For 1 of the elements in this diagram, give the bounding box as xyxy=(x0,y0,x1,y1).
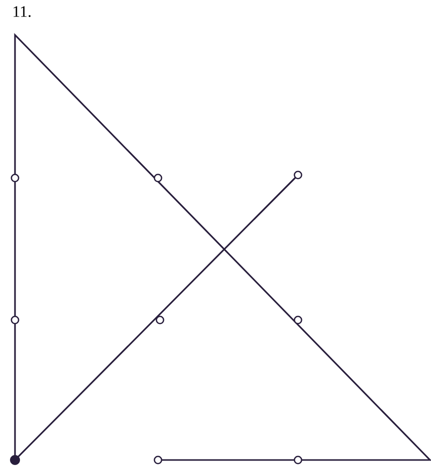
figure-number: 11. xyxy=(14,6,31,17)
